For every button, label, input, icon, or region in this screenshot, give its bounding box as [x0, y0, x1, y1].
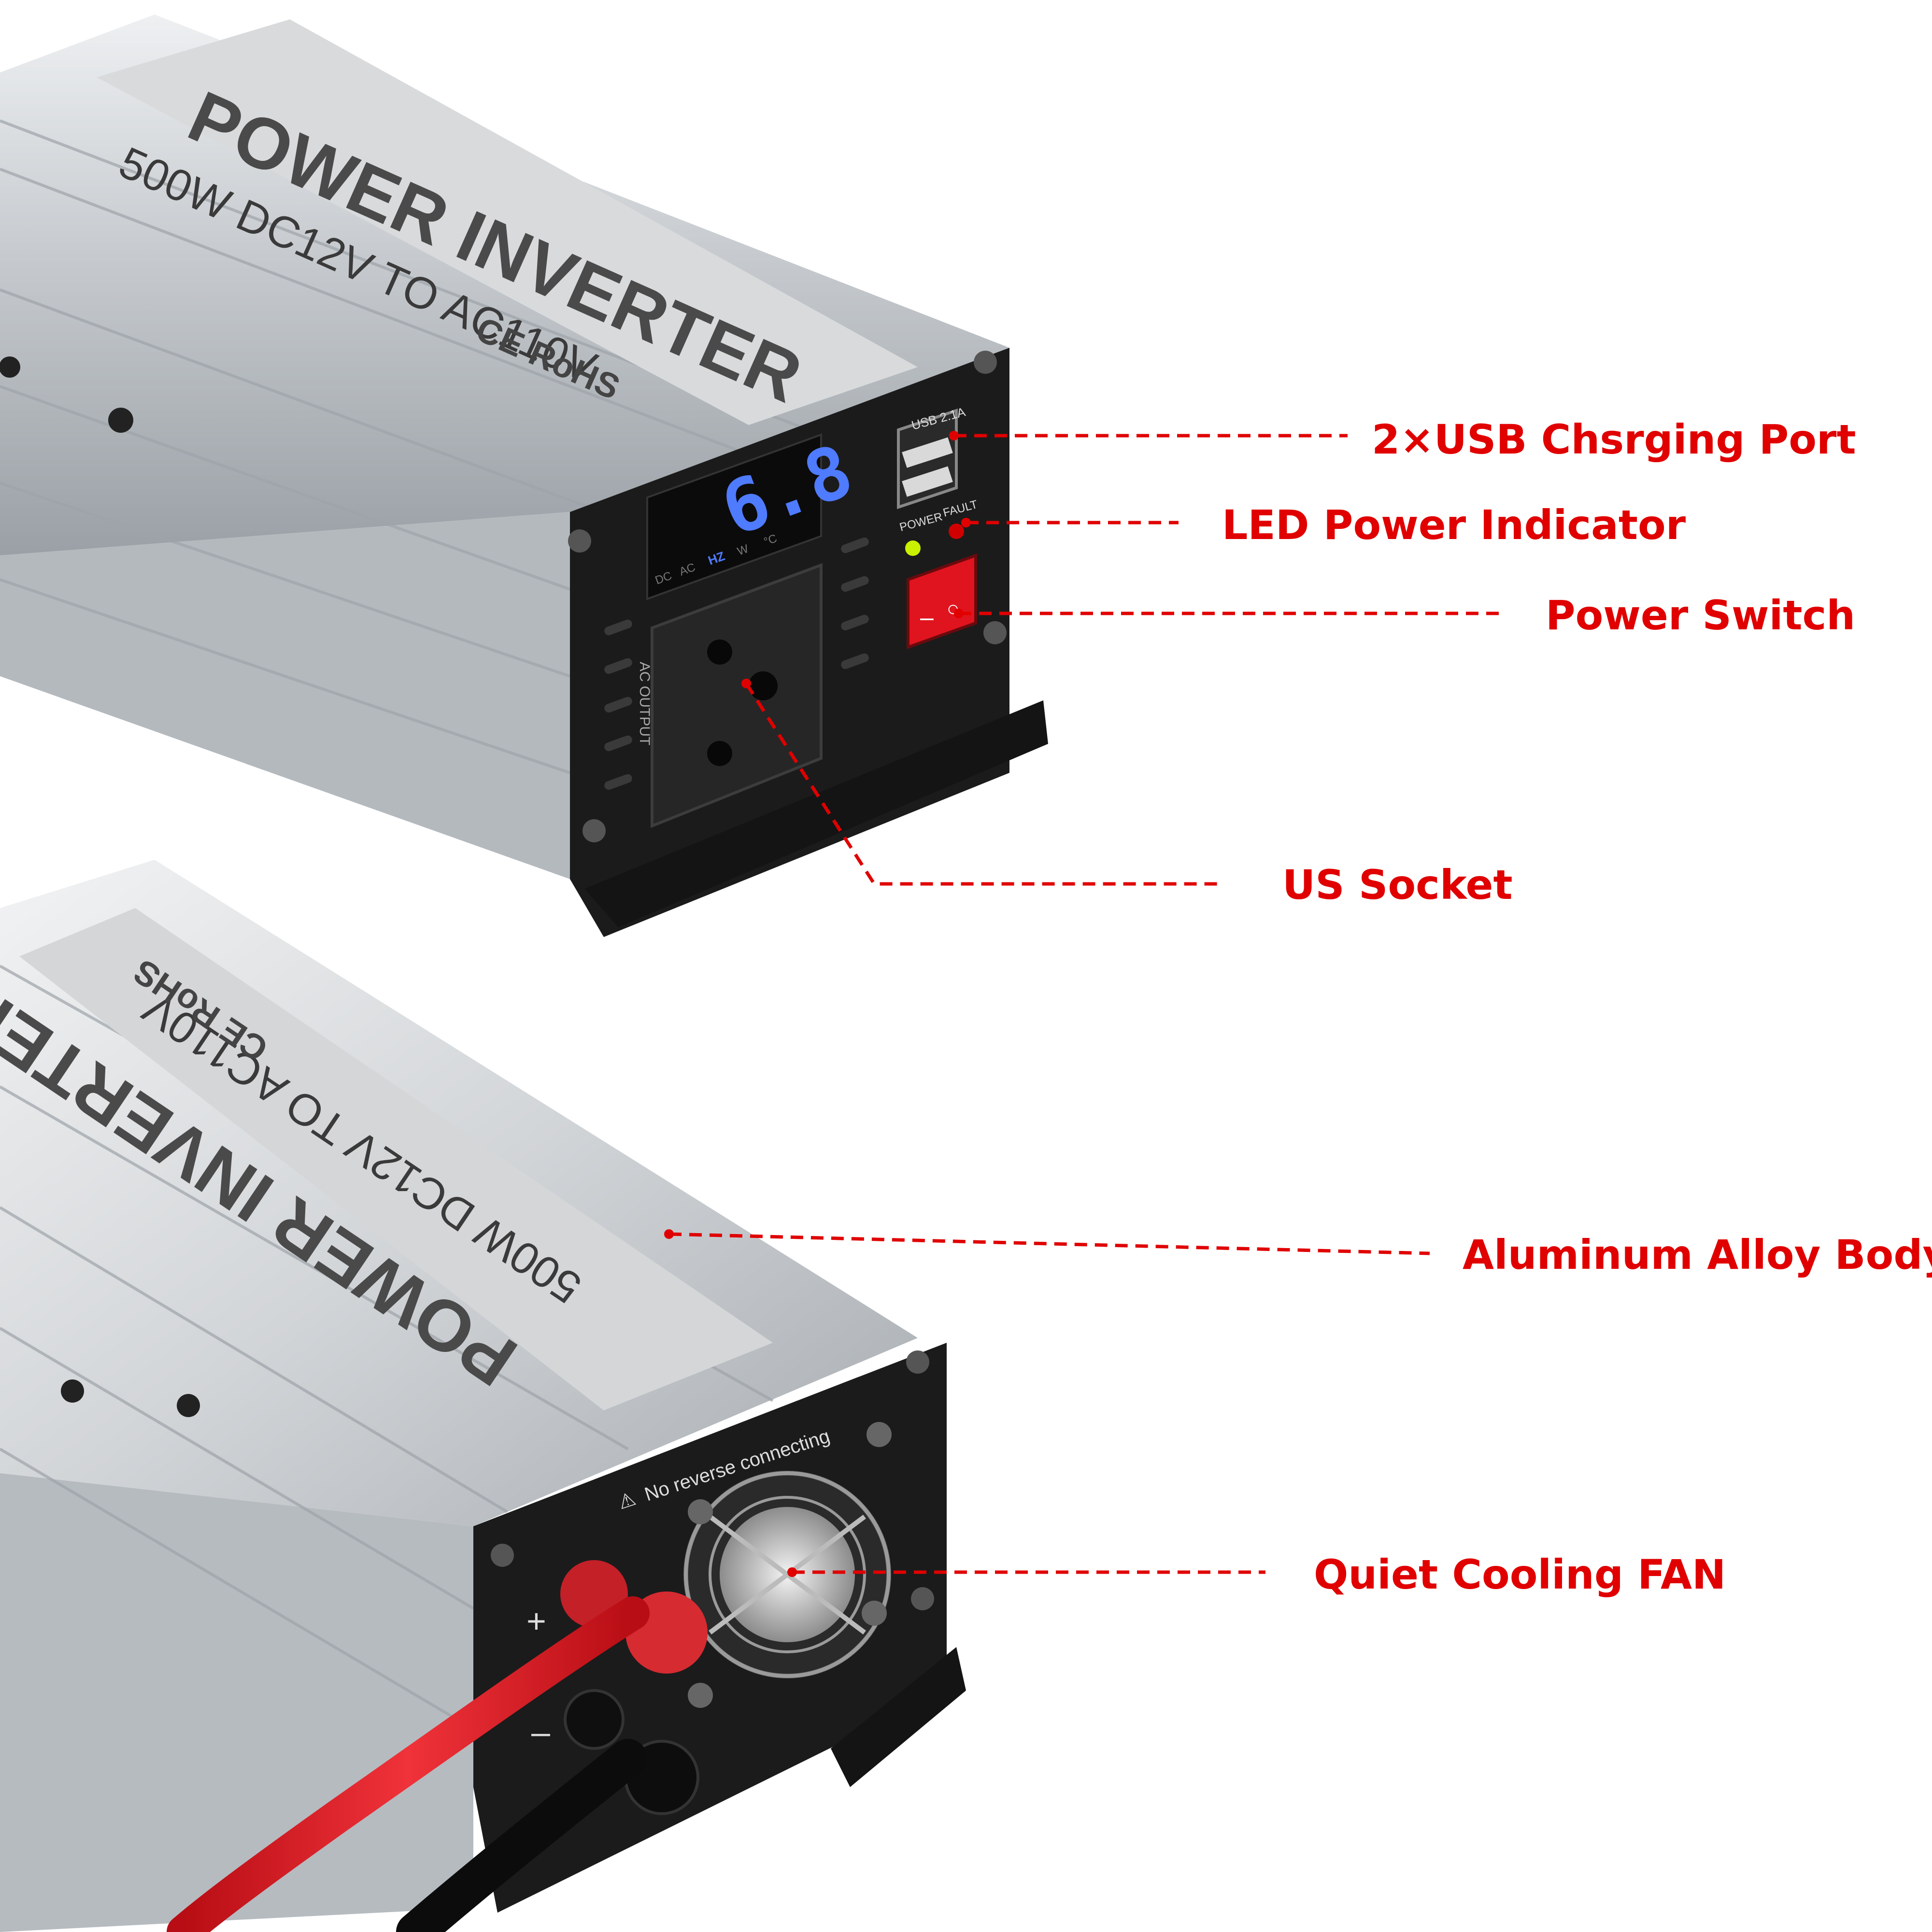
top-inverter: POWER INVERTER 500W DC12V TO AC110V CE R…	[0, 14, 1048, 937]
switch-off-symbol: –	[920, 604, 934, 631]
leader-socket	[745, 682, 1222, 886]
callout-power-switch: Power Switch	[1546, 592, 1856, 639]
screw-icon	[0, 356, 20, 378]
power-led-icon	[905, 540, 921, 556]
vent-slots	[604, 537, 869, 790]
screw-icon	[61, 1379, 84, 1403]
top-inverter-side	[0, 512, 570, 879]
negative-terminal-icon	[564, 1689, 625, 1750]
screw-icon	[688, 1499, 713, 1524]
black-cable	[396, 1739, 647, 1932]
digital-display	[646, 433, 822, 600]
screw-icon	[491, 1544, 514, 1567]
callout-us-socket: US Socket	[1282, 861, 1513, 909]
screw-icon	[582, 819, 606, 842]
bottom-inverter-side	[0, 1473, 473, 1932]
fault-led-icon	[949, 524, 964, 539]
top-label-band	[97, 19, 918, 425]
callout-led-indicator: LED Power Indicator	[1222, 501, 1686, 549]
top-mounting-foot	[584, 700, 1048, 927]
positive-symbol: +	[526, 1602, 546, 1640]
callout-cooling-fan: Quiet Cooling FAN	[1314, 1551, 1726, 1598]
screw-icon	[688, 1683, 713, 1708]
screw-icon	[867, 1422, 892, 1447]
screw-icon	[906, 1350, 929, 1374]
leader-body	[668, 1232, 1430, 1255]
screw-icon	[568, 529, 591, 553]
bottom-mounting-foot	[831, 1647, 966, 1787]
negative-symbol: –	[531, 1713, 550, 1751]
cooling-fan	[683, 1422, 892, 1708]
screw-icon	[974, 351, 997, 374]
ac-socket	[651, 563, 823, 828]
power-switch	[907, 553, 977, 650]
screw-icon	[862, 1601, 887, 1626]
usb-port-icon	[902, 437, 953, 468]
callout-usb-port: 2×USB Chsrging Port	[1372, 416, 1856, 463]
screw-icon	[983, 621, 1007, 644]
bottom-inverter: POWER INVERTER 500W DC12V TO AC110V CE R…	[0, 860, 966, 1932]
socket-hole-icon	[707, 639, 732, 665]
socket-hole-icon	[749, 671, 778, 700]
callout-leaders	[668, 434, 1502, 1574]
bottom-label-band	[19, 908, 773, 1410]
usb-port-icon	[902, 466, 953, 497]
socket-label: AC OUTPUT	[637, 662, 653, 745]
socket-hole-icon	[707, 741, 732, 766]
leader-endpoints	[664, 431, 971, 1577]
screw-icon	[177, 1394, 200, 1417]
screw-icon	[108, 408, 133, 433]
red-cable	[167, 1596, 650, 1932]
screw-icon	[911, 1587, 934, 1610]
callout-aluminum-body: Aluminum Alloy Body	[1463, 1231, 1932, 1279]
